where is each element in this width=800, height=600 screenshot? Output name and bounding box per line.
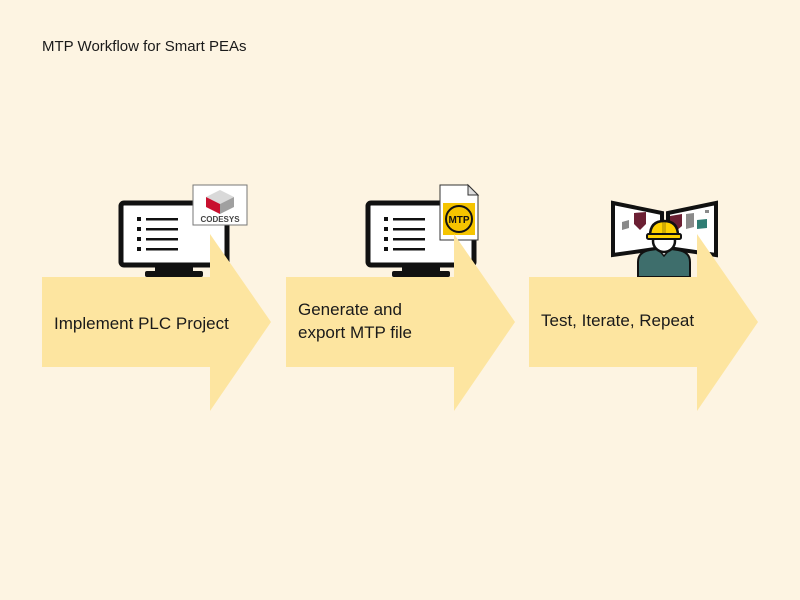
monitor-icon [118,200,230,277]
page-title: MTP Workflow for Smart PEAs [42,38,247,55]
step-label-test: Test, Iterate, Repeat [541,311,695,330]
monitor-icon [365,200,477,277]
operator-with-hardhat-icon [637,219,691,278]
mtp-file-icon: MTP [439,183,480,241]
step-label-generate: Generate and export MTP file [298,298,458,344]
codesys-logo-icon: CODESYS [192,184,248,226]
mtp-badge-text: MTP [448,215,469,226]
codesys-badge-text: CODESYS [200,215,240,224]
step-label-implement: Implement PLC Project [54,314,229,333]
step-label-line-1: Generate and [298,300,402,319]
step-label-line-2: export MTP file [298,323,413,342]
hmi-screens-icon [611,200,718,258]
